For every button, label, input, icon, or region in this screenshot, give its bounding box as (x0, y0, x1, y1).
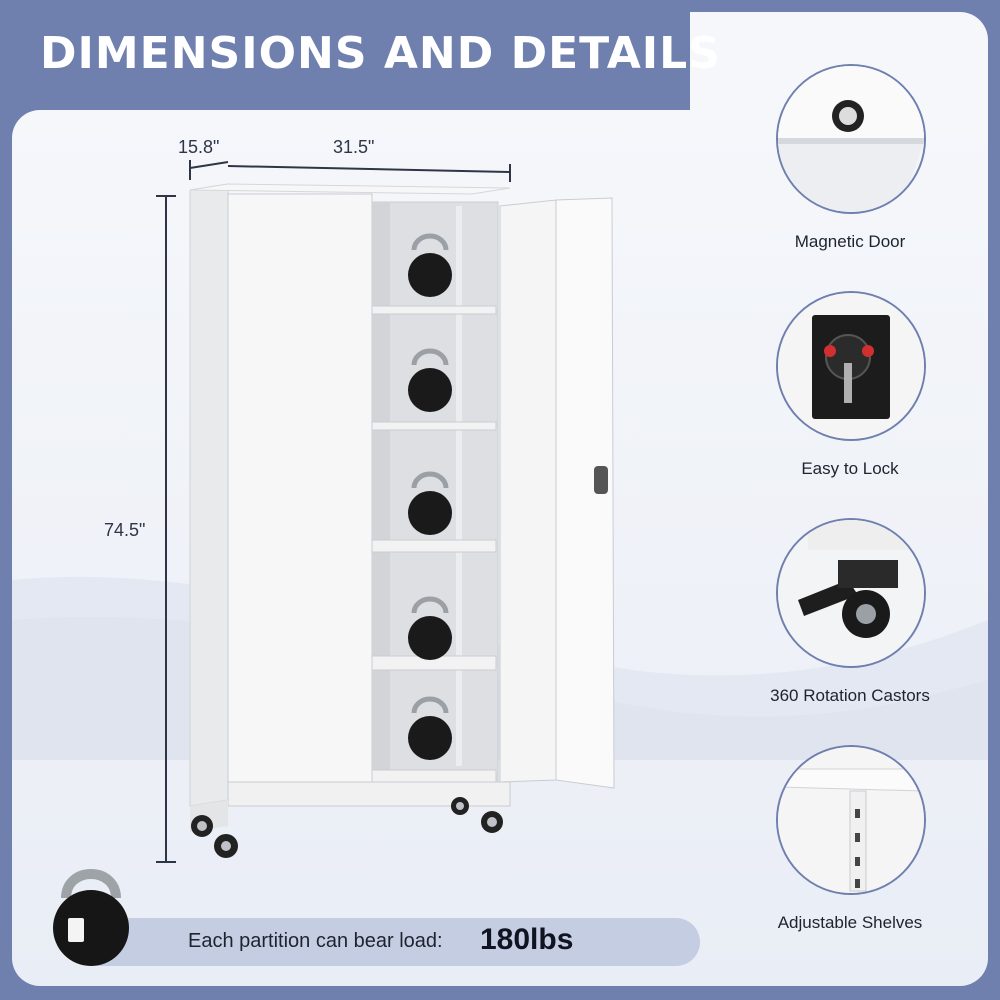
feature-label-adjustable-shelves: Adjustable Shelves (777, 913, 923, 932)
height-dimension-label: 74.5" (104, 520, 146, 540)
shelf-rail-icon (776, 745, 926, 895)
width-dimension-label: 31.5" (333, 137, 375, 157)
load-capacity-text: Each partition can bear load: (188, 930, 443, 952)
lock-icon (776, 291, 926, 441)
feature-label-easy-to-lock: Easy to Lock (801, 459, 899, 478)
castor-wheel-icon (776, 518, 926, 668)
kettlebell-icon (53, 869, 129, 966)
feature-magnetic-door: Magnetic Door (776, 64, 926, 252)
load-capacity-value: 180lbs (480, 923, 574, 956)
feature-castors: 360 Rotation Castors (770, 518, 930, 706)
depth-dimension-label: 15.8" (178, 137, 220, 157)
feature-adjustable-shelves: Adjustable Shelves (776, 745, 926, 933)
load-capacity-banner: Each partition can bear load: 180lbs (70, 918, 700, 966)
feature-label-magnetic-door: Magnetic Door (794, 232, 906, 251)
feature-label-castors: 360 Rotation Castors (770, 686, 930, 705)
storage-cabinet-illustration (189, 183, 615, 858)
feature-easy-to-lock: Easy to Lock (776, 291, 926, 479)
page-title: DIMENSIONS AND DETAILS (40, 28, 721, 79)
magnet-catch-icon (776, 64, 926, 214)
